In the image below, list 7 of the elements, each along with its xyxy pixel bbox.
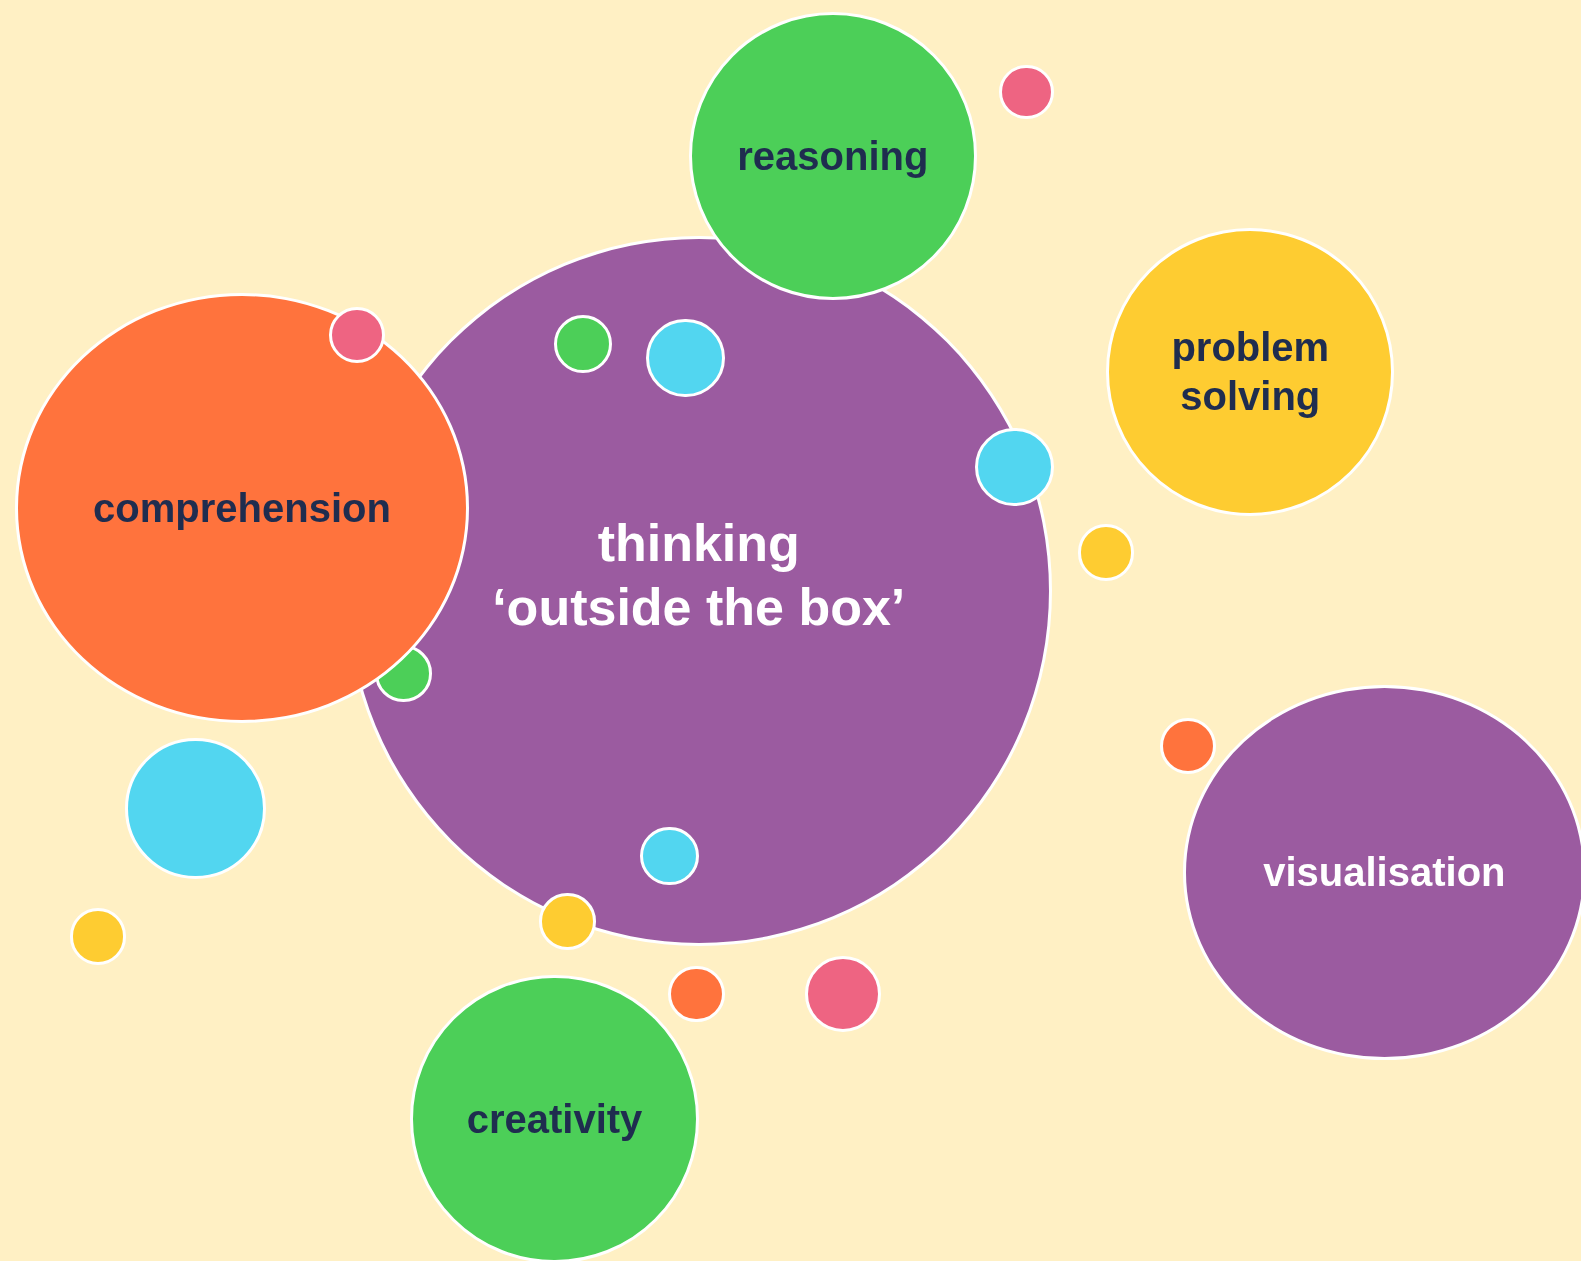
bubble-label: reasoning [737, 132, 929, 180]
bubble-label: thinking ‘outside the box’ [492, 513, 906, 638]
bubble [999, 64, 1054, 119]
bubble-label: comprehension [93, 484, 391, 532]
bubble-label: creativity [466, 1095, 643, 1143]
bubble-label: visualisation [1263, 848, 1506, 896]
bubble-label: problem solving [1171, 324, 1330, 421]
